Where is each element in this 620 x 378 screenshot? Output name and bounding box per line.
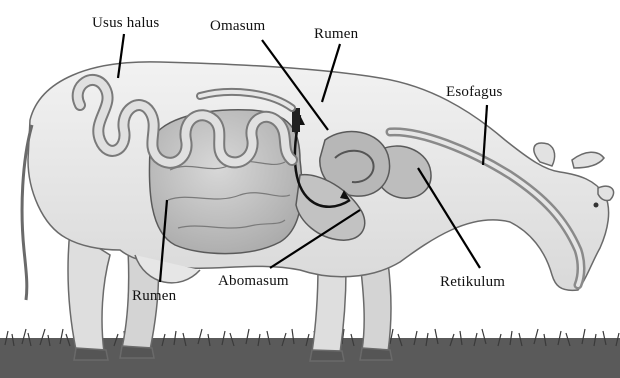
label-rumen-top: Rumen: [314, 26, 359, 42]
label-abomasum: Abomasum: [218, 273, 289, 289]
label-rumen-bottom: Rumen: [132, 288, 177, 304]
label-usus-halus: Usus halus: [92, 15, 159, 31]
label-omasum: Omasum: [210, 18, 265, 34]
label-retikulum: Retikulum: [440, 274, 505, 290]
label-esofagus: Esofagus: [446, 84, 503, 100]
